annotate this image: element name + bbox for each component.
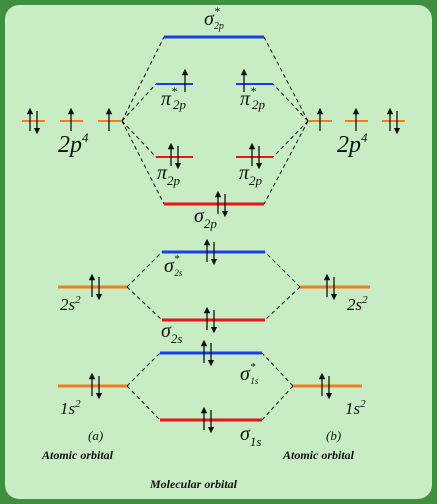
label-sigma-1s: σ1s [240,423,261,449]
label-atomic-2p-left: 2p4 [58,130,89,158]
label-atomic-1s-right: 1s2 [345,398,366,418]
label-sigma-star-2s: σ*2s [164,253,183,278]
label-pi-2p-right: π2p [239,162,263,188]
label-sigma-star-2p: σ*2p [204,4,224,32]
label-atomic-1s-left: 1s2 [60,398,81,418]
electron-arrows [26,68,401,434]
caption-atomic-orbital-right: Atomic orbital [282,448,355,462]
caption-molecular-orbital: Molecular orbital [149,477,238,491]
correlation-lines [121,36,309,421]
captions: (a) (b) Atomic orbital Atomic orbital Mo… [41,428,355,491]
label-sigma-2s: σ2s [161,320,182,346]
caption-atomic-orbital-left: Atomic orbital [41,448,114,462]
label-pi-star-2p-left: π*2p [161,84,187,112]
label-sigma-star-1s: σ*1s [240,361,259,386]
caption-letter-right: (b) [326,428,341,443]
caption-letter-left: (a) [88,428,103,443]
label-atomic-2s-left: 2s2 [60,294,81,314]
label-pi-2p-left: π2p [157,162,181,188]
label-pi-star-2p-right: π*2p [240,84,266,112]
label-atomic-2p-right: 2p4 [337,130,368,158]
label-atomic-2s-right: 2s2 [347,294,368,314]
label-sigma-2p: σ2p [194,205,217,231]
orbital-labels: σ*2p π*2p π*2p π2p π2p σ2p σ*2s σ2s [58,4,368,449]
